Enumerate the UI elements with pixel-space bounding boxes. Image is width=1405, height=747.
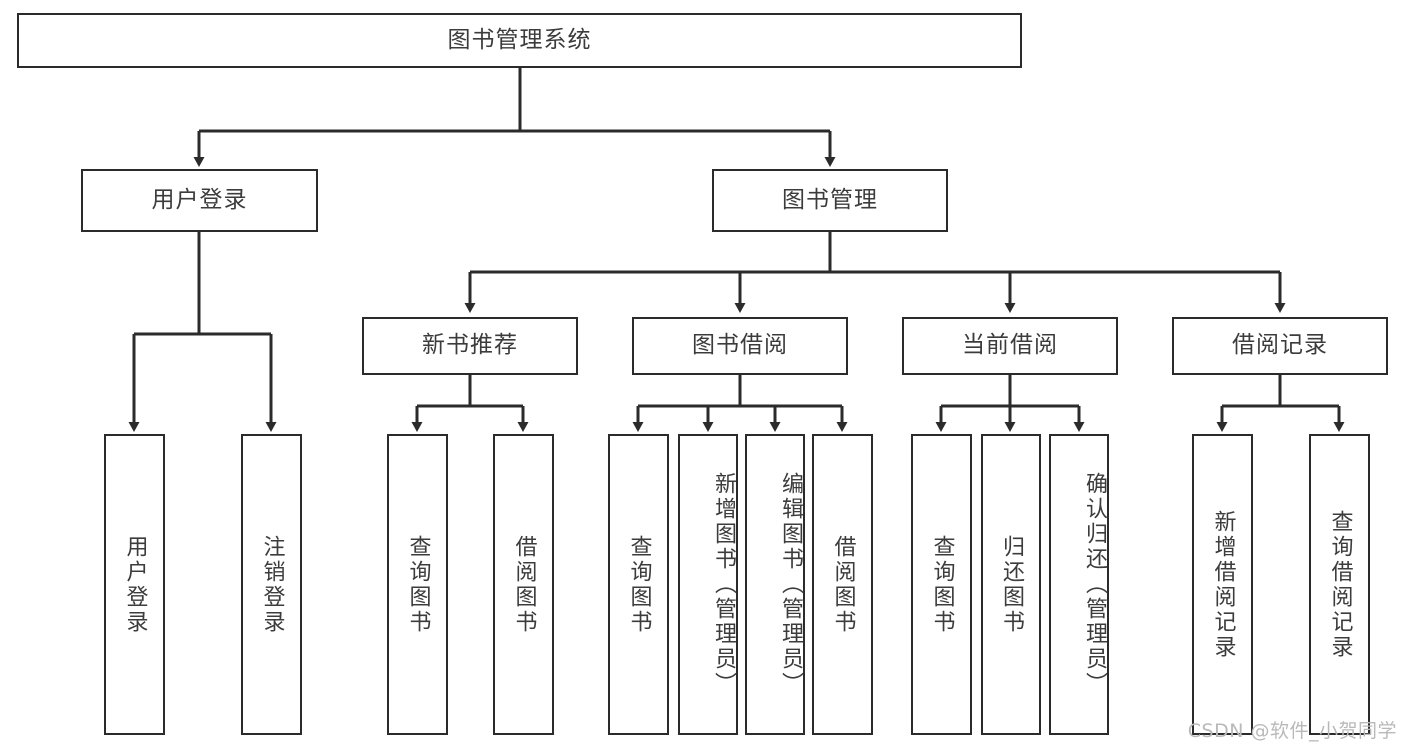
leaf-return-book[interactable]: 归还图书 — [981, 434, 1041, 735]
leaf-query-book-current[interactable]: 查询图书 — [911, 434, 972, 735]
leaf-query-borrow-record[interactable]: 查询借阅记录 — [1309, 434, 1370, 735]
leaf-add-borrow-record-label: 新增借阅记录 — [1210, 509, 1236, 660]
node-current-borrow-label: 当前借阅 — [962, 332, 1058, 359]
leaf-query-book-borrow-label: 查询图书 — [626, 534, 652, 635]
node-book-management[interactable]: 图书管理 — [712, 169, 948, 232]
leaf-borrow-book-label: 借阅图书 — [830, 534, 856, 635]
leaf-user-login[interactable]: 用户登录 — [104, 434, 165, 735]
leaf-edit-book-admin[interactable]: 编辑图书（管理员） — [745, 434, 805, 735]
leaf-confirm-return-admin-label: 确认归还（管理员） — [1082, 472, 1107, 697]
node-new-book-recommend[interactable]: 新书推荐 — [362, 317, 578, 375]
node-user-login[interactable]: 用户登录 — [81, 169, 318, 232]
leaf-borrow-book-recommend-label: 借阅图书 — [511, 534, 537, 635]
node-book-borrow-label: 图书借阅 — [692, 332, 788, 359]
leaf-query-book-recommend[interactable]: 查询图书 — [387, 434, 448, 735]
leaf-add-book-admin[interactable]: 新增图书（管理员） — [678, 434, 738, 735]
leaf-query-book-borrow[interactable]: 查询图书 — [608, 434, 669, 735]
leaf-query-book-current-label: 查询图书 — [929, 534, 955, 635]
node-new-book-recommend-label: 新书推荐 — [422, 332, 518, 359]
leaf-logout-label: 注销登录 — [259, 534, 285, 635]
watermark: CSDN @软件_小贺同学 — [1187, 720, 1397, 742]
leaf-query-book-recommend-label: 查询图书 — [405, 534, 431, 635]
leaf-logout[interactable]: 注销登录 — [241, 434, 302, 735]
leaf-confirm-return-admin[interactable]: 确认归还（管理员） — [1049, 434, 1109, 735]
leaf-query-borrow-record-label: 查询借阅记录 — [1327, 509, 1353, 660]
node-book-borrow[interactable]: 图书借阅 — [632, 317, 848, 375]
node-borrow-record-label: 借阅记录 — [1232, 332, 1328, 359]
leaf-borrow-book-recommend[interactable]: 借阅图书 — [493, 434, 554, 735]
node-book-management-label: 图书管理 — [782, 186, 878, 213]
leaf-add-book-admin-label: 新增图书（管理员） — [711, 472, 736, 697]
node-root-label: 图书管理系统 — [447, 26, 592, 53]
node-user-login-label: 用户登录 — [151, 186, 248, 213]
leaf-add-borrow-record[interactable]: 新增借阅记录 — [1192, 434, 1253, 735]
leaf-borrow-book[interactable]: 借阅图书 — [812, 434, 873, 735]
node-borrow-record[interactable]: 借阅记录 — [1172, 317, 1388, 375]
leaf-user-login-label: 用户登录 — [122, 534, 148, 635]
leaf-return-book-label: 归还图书 — [998, 534, 1024, 635]
node-current-borrow[interactable]: 当前借阅 — [902, 317, 1118, 375]
leaf-edit-book-admin-label: 编辑图书（管理员） — [778, 472, 803, 697]
node-root[interactable]: 图书管理系统 — [17, 13, 1022, 68]
